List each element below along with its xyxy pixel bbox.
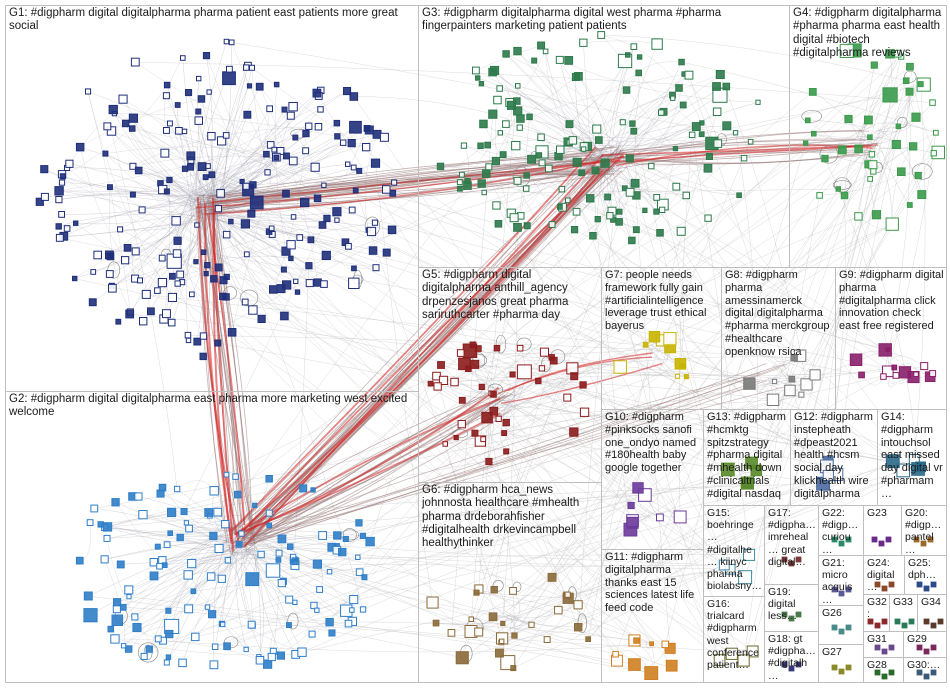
- group-g12: G12: #digpharm instepheath #dpeast2021 h…: [790, 409, 878, 506]
- group-g29: G29: [903, 631, 947, 658]
- group-g15-label: G15: boehringe… #digitalhe… kiinyc pharm…: [707, 507, 762, 592]
- group-g15: G15: boehringe… #digitalhe… kiinyc pharm…: [703, 505, 765, 597]
- group-g33-label: G33: [893, 596, 915, 608]
- group-g28: G28: [863, 657, 904, 683]
- group-g17-label: G17: #digpha… imreheal… great digital…: [768, 507, 816, 568]
- group-g19-label: G19: digital less…: [768, 586, 816, 623]
- group-g33: G33: [889, 594, 918, 632]
- group-g16: G16: trialcard #digpharm west conference…: [703, 596, 765, 683]
- group-g21: G21: micro acquis…: [818, 555, 864, 606]
- group-g5-label: G5: #digpharm digital digitalpharma anth…: [422, 269, 599, 322]
- group-g26: G26: [818, 605, 864, 645]
- group-g32: G32:: [863, 594, 890, 632]
- group-g27-label: G27: [822, 646, 861, 658]
- group-g22: G22: #digp… curiou…: [818, 505, 864, 556]
- group-g24-label: G24: digital…: [867, 557, 902, 594]
- group-g28-label: G28: [867, 659, 901, 671]
- group-g9: G9: #digpharm digital pharma #digitalpha…: [835, 267, 947, 410]
- group-g19: G19: digital less…: [764, 584, 819, 632]
- group-g6-label: G6: #digpharm hca_news johnnosta healthc…: [422, 484, 599, 551]
- group-g2: G2: #digpharm digital digitalpharma east…: [5, 391, 419, 683]
- group-g8: G8: #digpharm pharma amessinamerck digit…: [721, 267, 836, 410]
- group-g10: G10: #digpharm #pinksocks sanofi one_ond…: [601, 409, 704, 550]
- group-g14-label: G14: #digpharm intouchsol east missed da…: [881, 411, 944, 500]
- group-g10-label: G10: #digpharm #pinksocks sanofi one_ond…: [605, 411, 701, 475]
- group-g9-label: G9: #digpharm digital pharma #digitalpha…: [839, 269, 944, 333]
- group-g18: G18: gt #digpha… #digitalh…: [764, 631, 819, 683]
- group-g30-label: G30:…: [907, 659, 944, 671]
- group-g12-label: G12: #digpharm instepheath #dpeast2021 h…: [794, 411, 875, 500]
- group-g26-label: G26: [822, 607, 861, 619]
- group-g5: G5: #digpharm digital digitalpharma anth…: [418, 267, 602, 483]
- group-g14: G14: #digpharm intouchsol east missed da…: [877, 409, 947, 506]
- group-g1: G1: #digpharm digital digitalpharma phar…: [5, 5, 419, 392]
- group-g29-label: G29: [907, 633, 944, 645]
- group-g20-label: G20: #digp… pantel…: [905, 507, 944, 556]
- group-g31: G31: [863, 631, 904, 658]
- group-g25: G25: dph…: [904, 555, 947, 595]
- group-g25-label: G25: dph…: [908, 557, 944, 581]
- group-g34: G34: [917, 594, 947, 632]
- group-g21-label: G21: micro acquis…: [822, 557, 861, 606]
- group-g24: G24: digital…: [863, 555, 905, 595]
- group-g13: G13: #digpharm #hcmktg spitzstrategy #ph…: [703, 409, 791, 506]
- group-g23: G23: [863, 505, 902, 556]
- group-g20: G20: #digp… pantel…: [901, 505, 947, 556]
- group-g18-label: G18: gt #digpha… #digitalh…: [768, 633, 816, 682]
- group-g11-label: G11: #digpharm digitalpharma thanks east…: [605, 551, 701, 615]
- group-g7: G7: people needs framework fully gain #a…: [601, 267, 722, 410]
- group-g23-label: G23: [867, 507, 899, 519]
- group-g4: G4: #digpharm digitalpharma #pharma phar…: [789, 5, 947, 268]
- group-g31-label: G31: [867, 633, 901, 645]
- group-g16-label: G16: trialcard #digpharm west conference…: [707, 598, 762, 671]
- group-g4-label: G4: #digpharm digitalpharma #pharma phar…: [793, 7, 944, 60]
- group-g8-label: G8: #digpharm pharma amessinamerck digit…: [725, 269, 833, 358]
- group-g17: G17: #digpha… imreheal… great digital…: [764, 505, 819, 585]
- group-g34-label: G34: [921, 596, 944, 608]
- group-g3: G3: #digpharm digitalpharma digital west…: [418, 5, 790, 268]
- group-g1-label: G1: #digpharm digital digitalpharma phar…: [9, 7, 416, 34]
- group-g11: G11: #digpharm digitalpharma thanks east…: [601, 549, 704, 683]
- group-g27: G27: [818, 644, 864, 683]
- group-g22-label: G22: #digp… curiou…: [822, 507, 861, 556]
- group-g6: G6: #digpharm hca_news johnnosta healthc…: [418, 482, 602, 683]
- group-g13-label: G13: #digpharm #hcmktg spitzstrategy #ph…: [707, 411, 788, 500]
- group-g3-label: G3: #digpharm digitalpharma digital west…: [422, 7, 787, 34]
- group-g32-label: G32:: [867, 596, 887, 620]
- group-g2-label: G2: #digpharm digital digitalpharma east…: [9, 393, 416, 420]
- group-g30: G30:…: [903, 657, 947, 683]
- group-g7-label: G7: people needs framework fully gain #a…: [605, 269, 719, 333]
